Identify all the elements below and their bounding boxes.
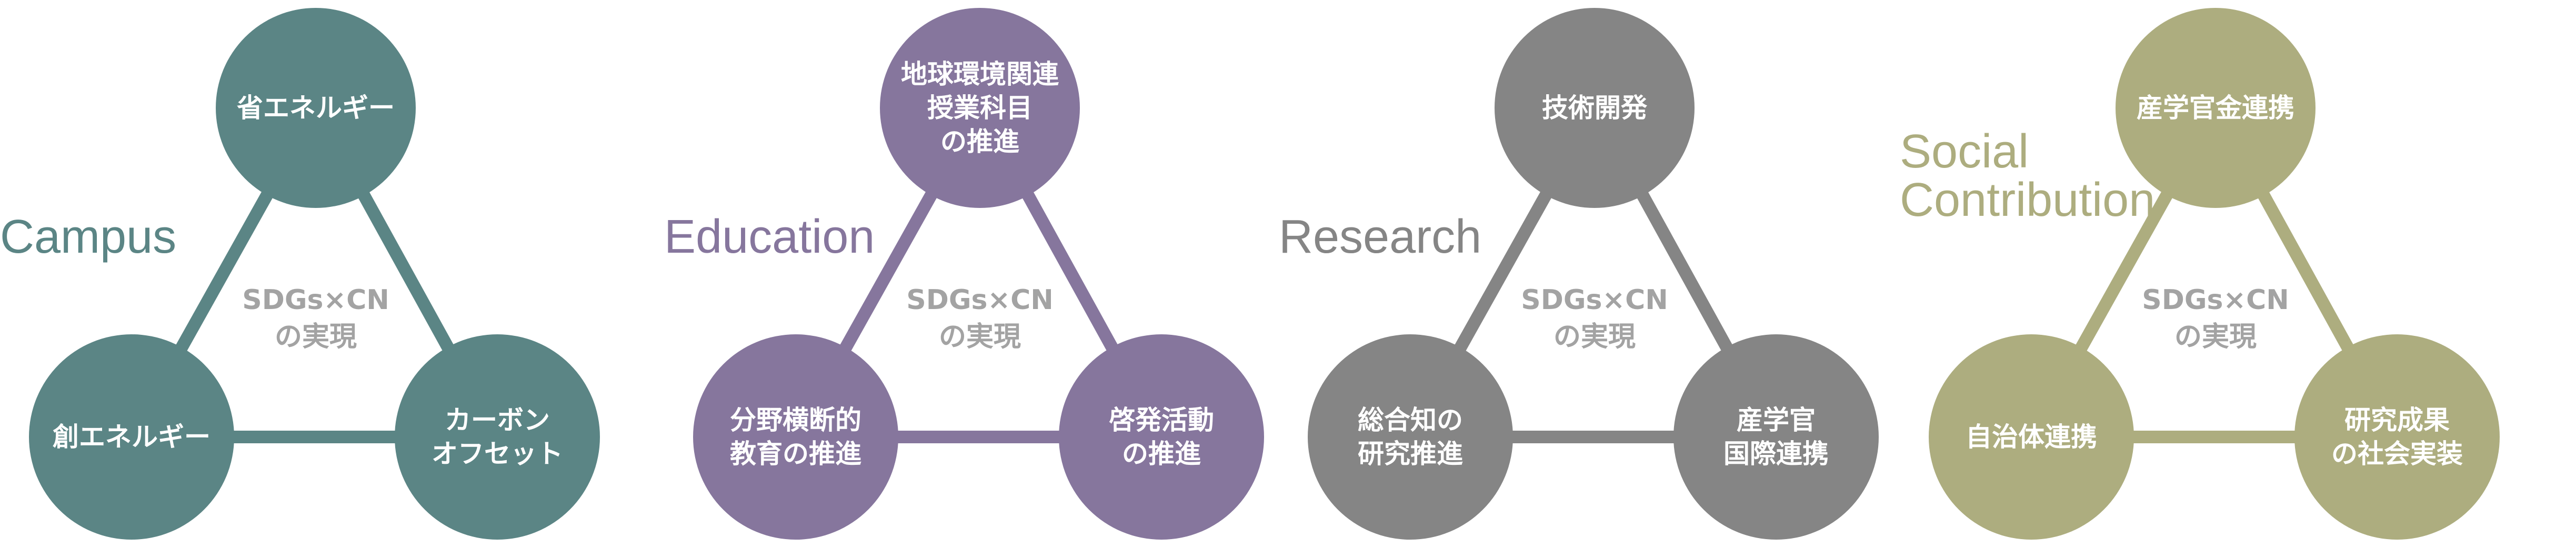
campus-node-right-line-1: カーボン <box>445 405 550 435</box>
education-center-line-1: SDGs×CN <box>906 284 1054 316</box>
campus-center-line-1: SDGs×CN <box>242 284 389 316</box>
education-title-line-1: Education <box>664 211 875 263</box>
campus-center-text: SDGs×CN の実現 <box>242 284 389 353</box>
social-contribution-center-line-2: の実現 <box>2174 321 2257 353</box>
social-contribution-node-left: 自治体連携 <box>1929 334 2134 540</box>
social-contribution-title-line-2: Contribution <box>1900 174 2155 226</box>
campus-node-left: 創エネルギー <box>29 334 234 540</box>
social-contribution-node-top-circle <box>2116 8 2316 208</box>
education-node-left-circle <box>693 334 898 540</box>
social-contribution-node-right-circle <box>2294 334 2500 540</box>
research-node-left-circle <box>1308 334 1513 540</box>
campus-title: Campus <box>0 211 176 263</box>
campus-node-right-line-2: オフセット <box>432 439 563 469</box>
social-contribution-node-right-line-1: 研究成果 <box>2344 405 2450 435</box>
education-node-left-line-1: 分野横断的 <box>730 405 861 435</box>
education-node-top-circle <box>880 8 1080 208</box>
panel-education: SDGs×CNの実現地球環境関連授業科目の推進分野横断的教育の推進啓発活動の推進… <box>664 8 1264 540</box>
education-node-right-line-2: の推進 <box>1122 439 1201 469</box>
campus-node-left-line-1: 創エネルギー <box>53 422 211 452</box>
education-center-text: SDGs×CN の実現 <box>906 284 1054 353</box>
social-contribution-node-top: 産学官金連携 <box>2116 8 2316 208</box>
research-node-top-line-1: 技術開発 <box>1542 93 1648 123</box>
campus-node-top: 省エネルギー <box>216 8 416 208</box>
education-node-left-line-2: 教育の推進 <box>730 439 861 469</box>
education-title: Education <box>664 211 875 263</box>
research-node-right-circle <box>1673 334 1879 540</box>
research-center-line-2: の実現 <box>1553 321 1636 353</box>
social-contribution-node-left-line-1: 自治体連携 <box>1966 422 2097 452</box>
campus-title-line-1: Campus <box>0 211 176 263</box>
education-node-top-line-3: の推進 <box>940 126 1019 157</box>
education-center-line-2: の実現 <box>939 321 1021 353</box>
social-contribution-node-top-line-1: 産学官金連携 <box>2137 93 2294 123</box>
education-node-right-circle <box>1059 334 1264 540</box>
research-node-top: 技術開発 <box>1495 8 1695 208</box>
education-node-top-line-2: 授業科目 <box>927 93 1033 123</box>
campus-node-right-circle <box>395 334 600 540</box>
research-node-top-circle <box>1495 8 1695 208</box>
research-title: Research <box>1279 211 1481 263</box>
social-contribution-title-line-1: Social <box>1900 125 2029 178</box>
social-contribution-node-left-circle <box>1929 334 2134 540</box>
campus-center-line-2: の実現 <box>275 321 357 353</box>
research-title-line-1: Research <box>1279 211 1481 263</box>
campus-node-top-circle <box>216 8 416 208</box>
research-node-left-line-1: 総合知の <box>1358 405 1463 435</box>
research-node-right-line-2: 国際連携 <box>1723 439 1829 469</box>
research-center-line-1: SDGs×CN <box>1521 284 1668 316</box>
research-center-text: SDGs×CN の実現 <box>1521 284 1668 353</box>
research-node-right-line-1: 産学官 <box>1737 405 1816 435</box>
education-node-right-line-1: 啓発活動 <box>1109 405 1214 435</box>
social-contribution-node-right-line-2: の社会実装 <box>2331 439 2463 469</box>
research-node-left-line-2: 研究推進 <box>1358 439 1463 469</box>
campus-node-top-line-1: 省エネルギー <box>237 93 395 123</box>
education-node-top-line-1: 地球環境関連 <box>901 59 1059 89</box>
social-contribution-center-text: SDGs×CN の実現 <box>2142 284 2289 353</box>
social-contribution-center-line-1: SDGs×CN <box>2142 284 2289 316</box>
campus-node-left-circle <box>29 334 234 540</box>
